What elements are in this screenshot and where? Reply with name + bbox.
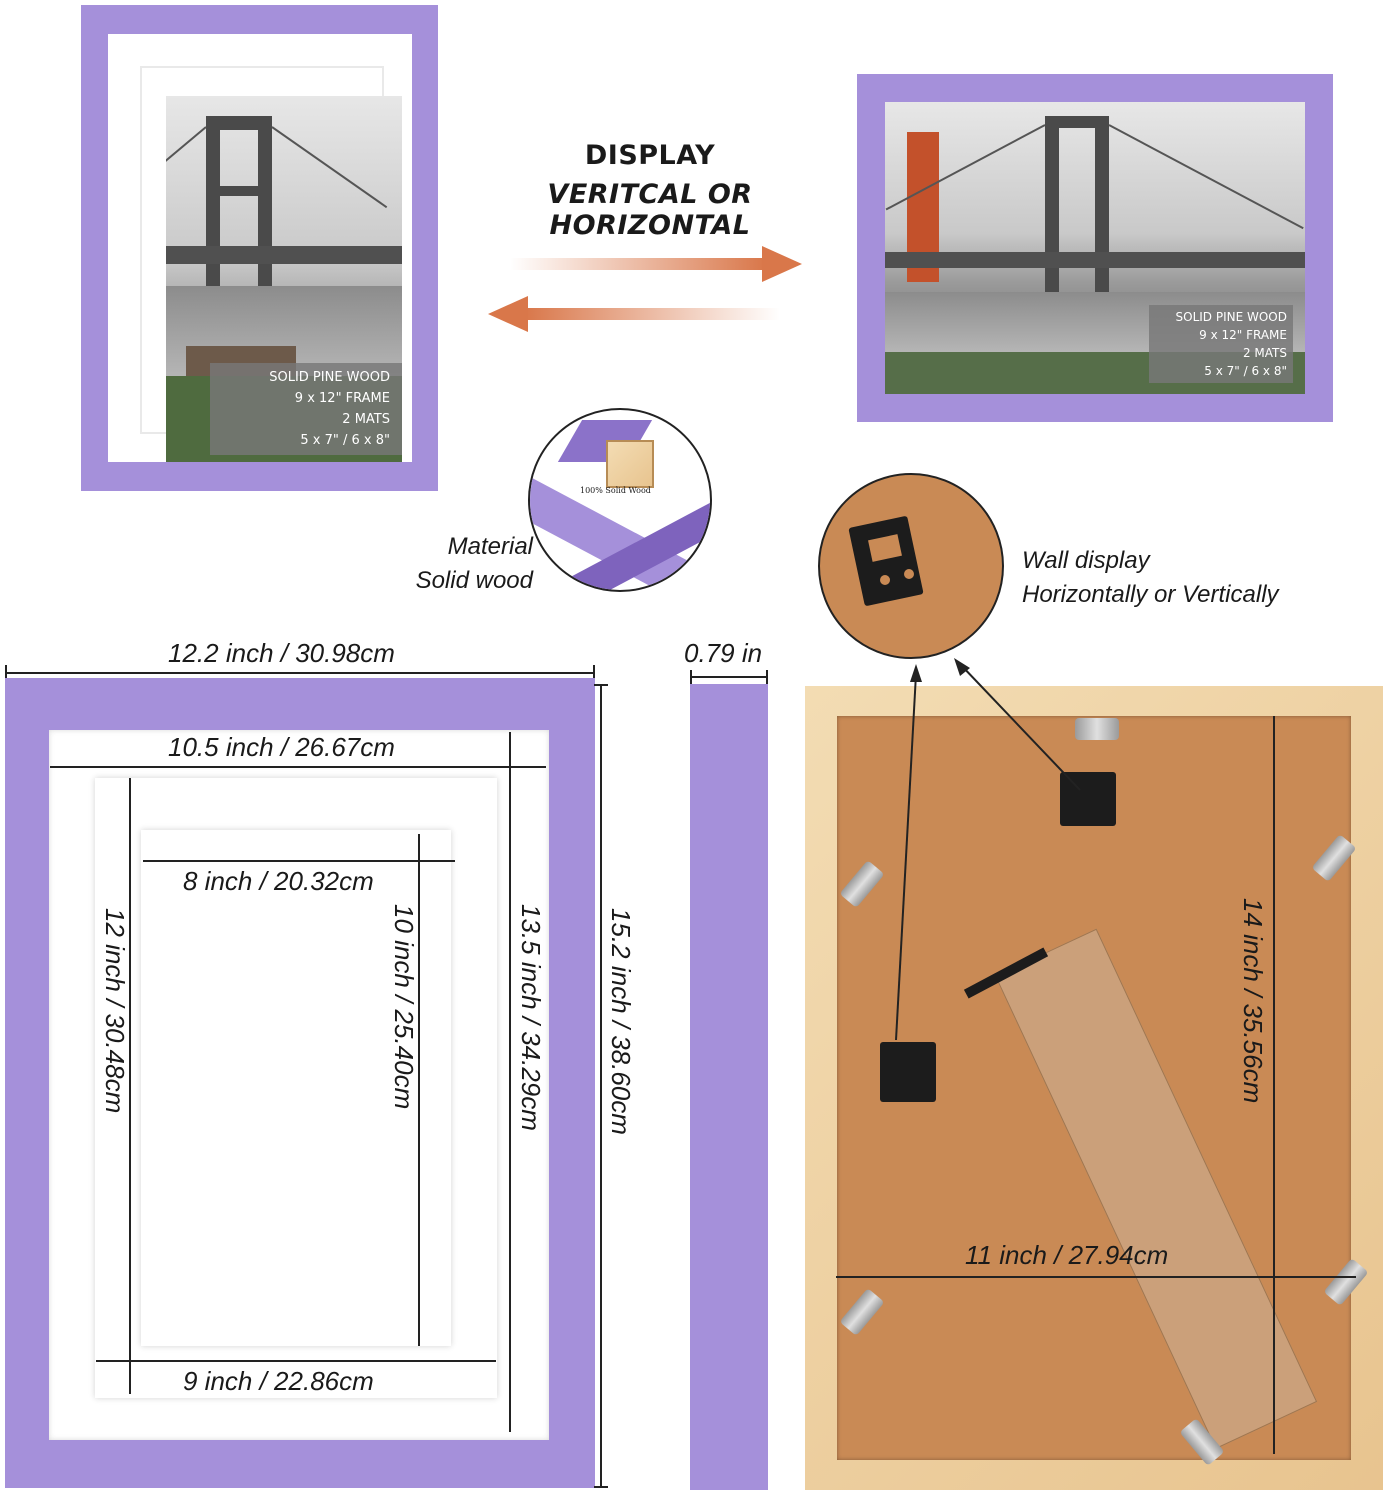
outer-mat: SOLID PINE WOOD 9 x 12" FRAME 2 MATS 5 x… [108, 34, 412, 462]
opening-height-label: 10 inch / 25.40cm [389, 904, 419, 1110]
sawtooth-hanger-top-icon [1060, 772, 1116, 826]
inner-mat-diagram [95, 778, 497, 1398]
spec-line: 5 x 7" / 6 x 8" [1204, 364, 1287, 378]
mat-width-label: 10.5 inch / 26.67cm [168, 732, 395, 762]
pointer-arrows [895, 658, 1081, 1041]
inner-mat-width-label: 9 inch / 22.86cm [183, 1366, 374, 1396]
frame-back-view [805, 686, 1383, 1490]
sawtooth-hanger-side-icon [880, 1042, 936, 1102]
back-height-label: 14 inch / 35.56cm [1238, 898, 1268, 1104]
turn-clip-icon [1075, 718, 1119, 740]
outer-mat-diagram [49, 730, 549, 1440]
opening-width-label: 8 inch / 20.32cm [183, 866, 374, 896]
wall-display-line-1: Wall display [1022, 547, 1150, 574]
material-detail-circle: 100% Solid Wood [528, 408, 712, 592]
hanger-detail-circle [818, 473, 1004, 659]
photo-opening-diagram [141, 830, 451, 1346]
sawtooth-hanger-icon [848, 515, 924, 607]
spec-line: SOLID PINE WOOD [269, 370, 390, 385]
spec-box-horizontal: SOLID PINE WOOD 9 x 12" FRAME 2 MATS 5 x… [1149, 305, 1293, 383]
spec-line: 9 x 12" FRAME [1199, 328, 1287, 342]
frame-depth-profile [690, 684, 768, 1490]
outer-height-label: 15.2 inch / 38.60cm [606, 908, 636, 1135]
headline-line-2: VERITCAL OR HORIZONTAL [547, 179, 753, 241]
material-line-2: Solid wood [415, 567, 533, 594]
material-tag: 100% Solid Wood [580, 486, 651, 495]
wall-display-label: Wall display Horizontally or Vertically [1022, 544, 1279, 612]
swap-arrows-icon [488, 246, 802, 332]
material-label: Material Solid wood [398, 530, 533, 598]
inner-mat-height-label: 12 inch / 30.48cm [100, 908, 130, 1114]
horizontal-frame-product: SOLID PINE WOOD 9 x 12" FRAME 2 MATS 5 x… [857, 74, 1333, 422]
headline-line-1: DISPLAY [584, 140, 716, 171]
back-width-label: 11 inch / 27.94cm [965, 1240, 1169, 1270]
mat-height-label: 13.5 inch / 34.29cm [516, 904, 546, 1131]
spec-line: SOLID PINE WOOD [1175, 310, 1288, 324]
spec-line: 9 x 12" FRAME [294, 391, 390, 406]
spec-line: 2 MATS [1242, 346, 1287, 360]
wall-display-line-2: Horizontally or Vertically [1022, 581, 1279, 608]
material-line-1: Material [447, 533, 533, 560]
display-headline: DISPLAY VERITCAL OR HORIZONTAL [450, 140, 850, 241]
outer-width-label: 12.2 inch / 30.98cm [168, 638, 395, 668]
depth-label: 0.79 in [684, 638, 763, 668]
spec-box-vertical: SOLID PINE WOOD 9 x 12" FRAME 2 MATS 5 x… [210, 363, 402, 455]
front-frame-diagram [5, 678, 595, 1488]
spec-line: 5 x 7" / 6 x 8" [300, 433, 390, 448]
spec-line: 2 MATS [342, 412, 390, 427]
vertical-frame-product: SOLID PINE WOOD 9 x 12" FRAME 2 MATS 5 x… [81, 5, 438, 491]
